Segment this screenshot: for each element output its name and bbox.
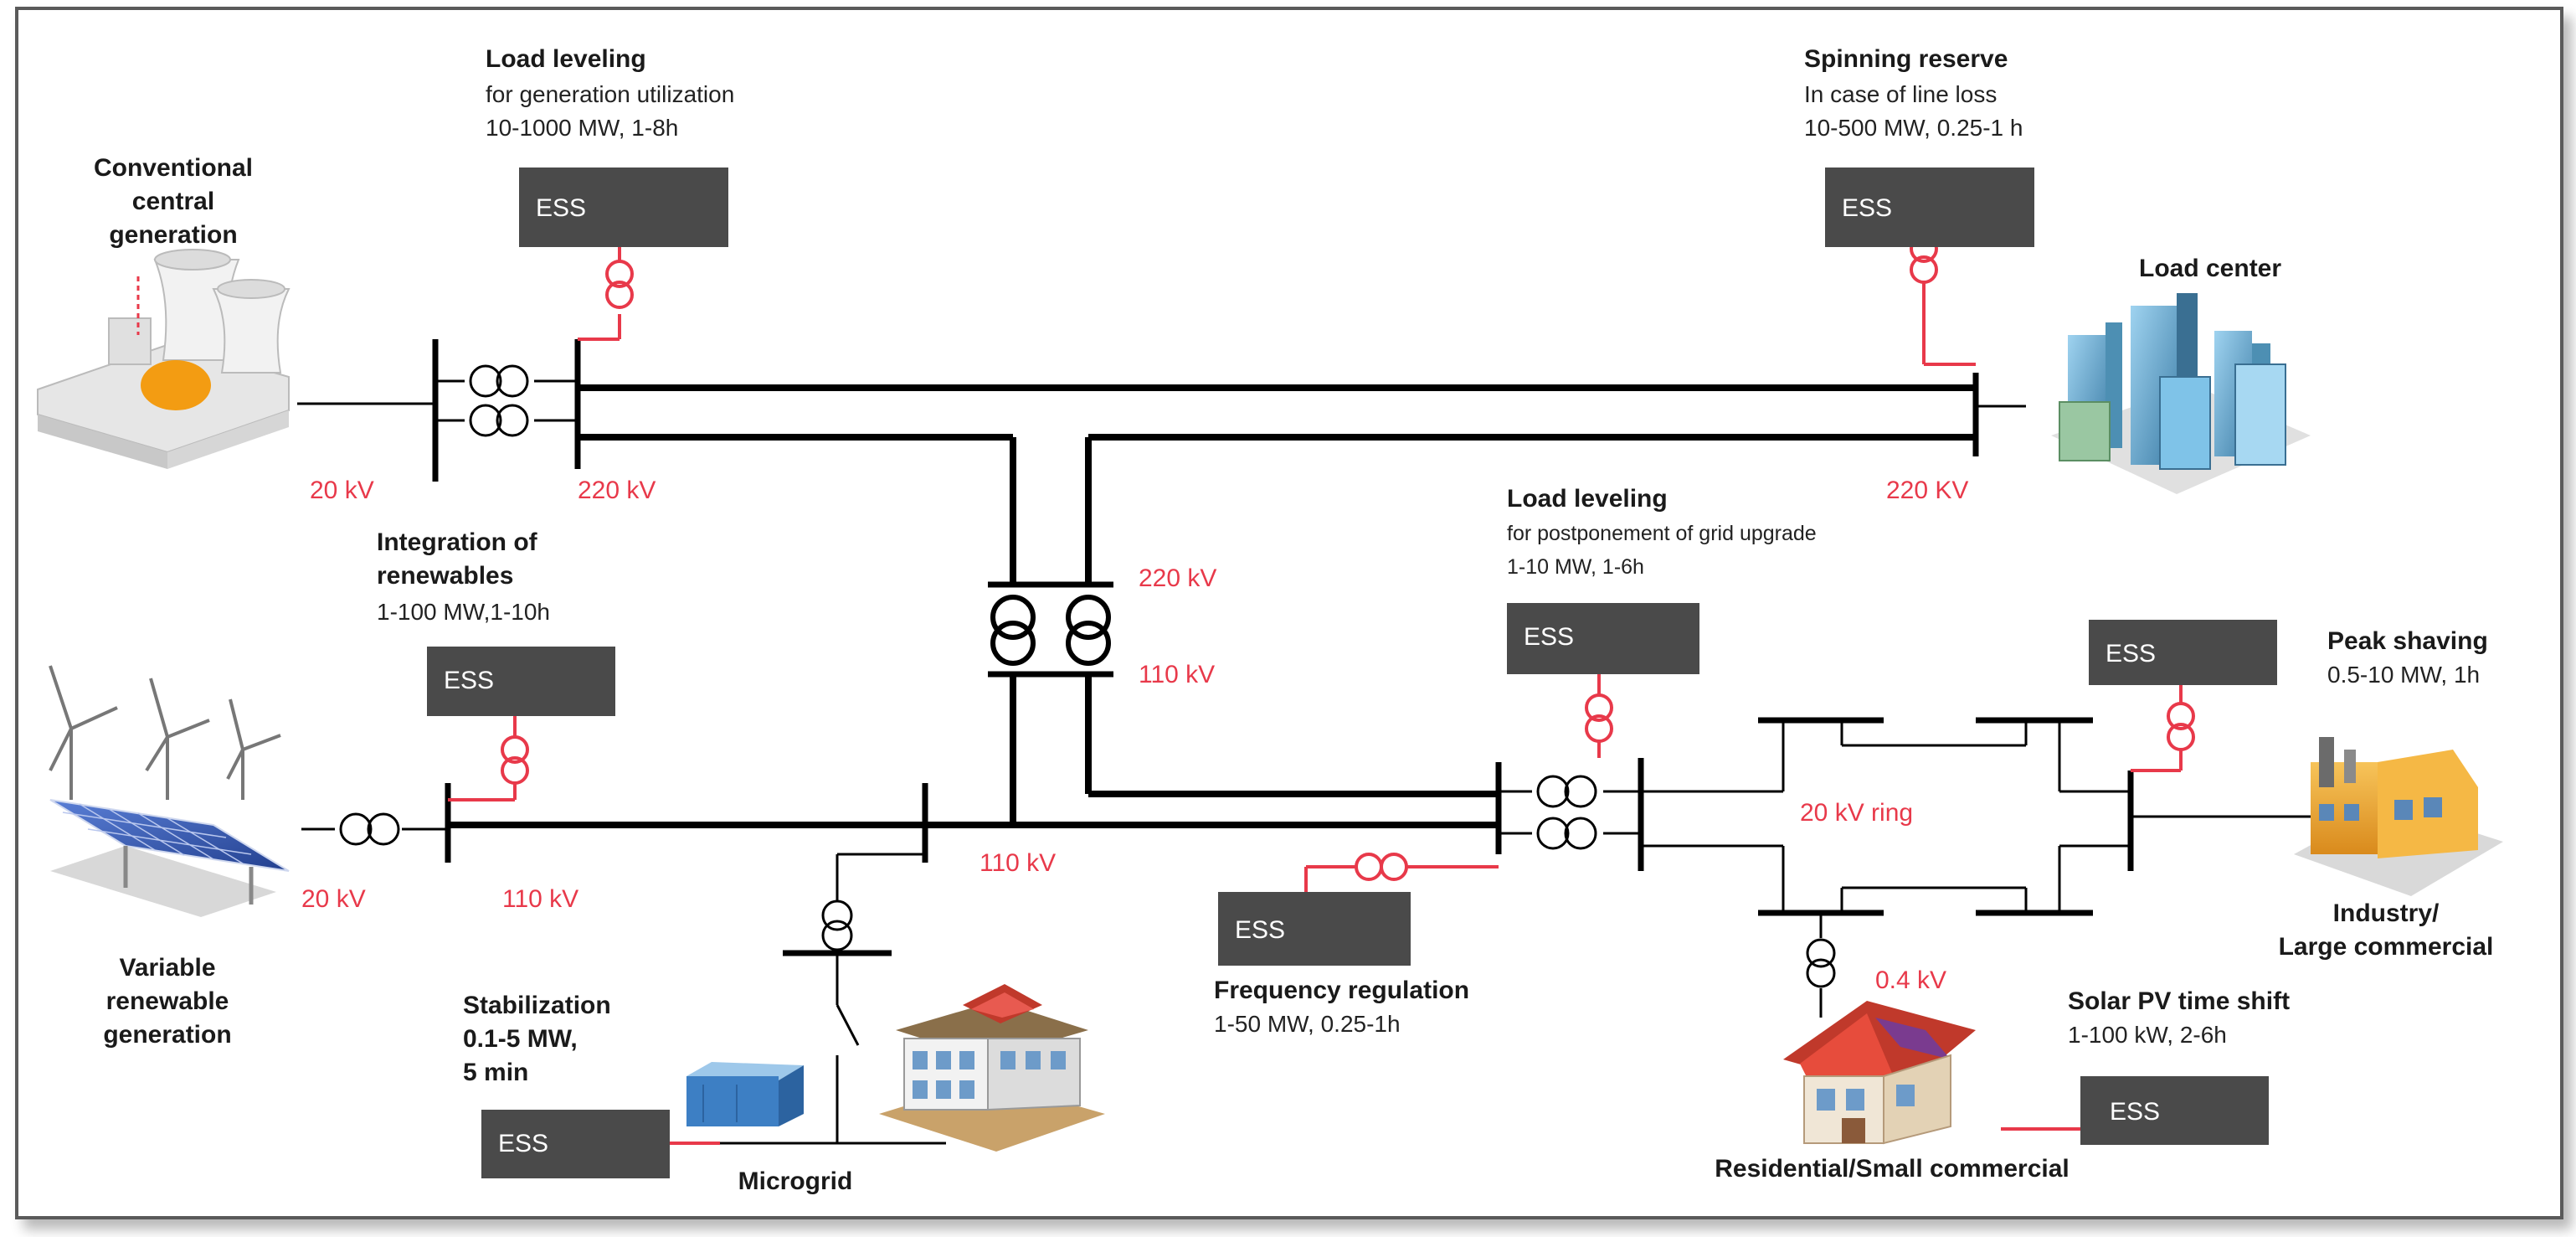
ess-box-integration: ESS: [427, 647, 615, 716]
residential-label: Residential/Small commercial: [1715, 1155, 2070, 1183]
svg-text:ESS: ESS: [1842, 194, 1892, 222]
svg-text:Peak shaving: Peak shaving: [2327, 627, 2488, 655]
svg-text:Load leveling: Load leveling: [1507, 485, 1668, 513]
svg-text:Frequency regulation: Frequency regulation: [1214, 977, 1469, 1004]
factory-icon: [2294, 737, 2503, 896]
svg-text:220 kV: 220 kV: [578, 477, 656, 504]
ess-box-load-leveling-gen: ESS: [519, 168, 728, 247]
ess-box-solar-shift: ESS: [2080, 1076, 2269, 1145]
svg-text:Stabilization: Stabilization: [463, 992, 611, 1019]
svg-text:20 kV: 20 kV: [301, 885, 366, 913]
svg-text:110 kV: 110 kV: [502, 885, 578, 913]
svg-text:1-50 MW, 0.25-1h: 1-50 MW, 0.25-1h: [1214, 1011, 1401, 1037]
svg-text:10-500 MW, 0.25-1 h: 10-500 MW, 0.25-1 h: [1804, 115, 2023, 141]
svg-text:10-1000 MW, 1-8h: 10-1000 MW, 1-8h: [486, 115, 678, 141]
house-icon: [1783, 1001, 1976, 1145]
frequency-regulation-caption: Frequency regulation 1-50 MW, 0.25-1h: [1214, 977, 1469, 1037]
grid-lines: [297, 339, 2344, 1145]
svg-text:1-100 MW,1-10h: 1-100 MW,1-10h: [377, 599, 550, 625]
svg-text:Load leveling: Load leveling: [486, 45, 646, 73]
industry-label: Industry/ Large commercial: [2279, 899, 2494, 961]
solar-shift-caption: Solar PV time shift 1-100 kW, 2-6h: [2068, 987, 2290, 1048]
svg-text:Integration of: Integration of: [377, 528, 538, 556]
city-buildings-icon: [2051, 293, 2311, 494]
svg-text:220 kV: 220 kV: [1139, 564, 1216, 592]
load-leveling-grid-caption: Load leveling for postponement of grid u…: [1507, 485, 1817, 579]
variable-generation-label: Variable renewable generation: [103, 954, 231, 1049]
svg-text:Spinning reserve: Spinning reserve: [1804, 45, 2008, 73]
svg-text:Solar PV time shift: Solar PV time shift: [2068, 987, 2290, 1015]
svg-text:ESS: ESS: [498, 1130, 548, 1157]
container-unit-icon: [686, 1062, 804, 1126]
ess-boxes: ESS ESS ESS ESS ESS ESS ESS ESS: [427, 168, 2277, 1178]
svg-text:central: central: [132, 188, 214, 215]
svg-text:110 kV: 110 kV: [1139, 661, 1215, 688]
ess-box-load-leveling-grid: ESS: [1507, 603, 1699, 674]
svg-text:1-100 kW, 2-6h: 1-100 kW, 2-6h: [2068, 1022, 2227, 1048]
peak-shaving-caption: Peak shaving 0.5-10 MW, 1h: [2327, 627, 2488, 688]
ess-box-spinning-reserve: ESS: [1825, 168, 2034, 247]
voltage-labels: 20 kV 220 kV 220 KV 220 kV 110 kV 20 kV …: [301, 477, 1968, 994]
svg-text:Large commercial: Large commercial: [2279, 933, 2494, 961]
solar-panel-icon: [49, 799, 290, 917]
svg-text:5 min: 5 min: [463, 1059, 528, 1086]
ess-links: [448, 214, 2195, 1145]
integration-caption: Integration of renewables 1-100 MW,1-10h: [377, 528, 550, 625]
load-center-label: Load center: [2139, 255, 2281, 282]
ess-box-frequency: ESS: [1218, 892, 1411, 966]
transformers: [339, 364, 1836, 988]
svg-text:ESS: ESS: [444, 667, 494, 694]
svg-text:In case of line loss: In case of line loss: [1804, 81, 1997, 107]
svg-text:0.4 kV: 0.4 kV: [1875, 966, 1946, 994]
power-plant-icon: [37, 249, 291, 469]
stabilization-caption: Stabilization 0.1-5 MW, 5 min: [463, 992, 611, 1086]
svg-text:Industry/: Industry/: [2333, 899, 2440, 927]
svg-text:ESS: ESS: [536, 194, 586, 222]
ess-box-peak-shaving: ESS: [2089, 620, 2277, 685]
svg-text:for generation utilization: for generation utilization: [486, 81, 734, 107]
svg-text:220 KV: 220 KV: [1886, 477, 1968, 504]
svg-text:for postponement of grid upgra: for postponement of grid upgrade: [1507, 522, 1817, 545]
microgrid-label: Microgrid: [738, 1167, 853, 1195]
wind-turbine-icon: [49, 665, 281, 800]
svg-text:110 kV: 110 kV: [979, 849, 1056, 877]
svg-text:ESS: ESS: [2110, 1098, 2160, 1126]
svg-text:renewable: renewable: [106, 987, 229, 1015]
spinning-reserve-caption: Spinning reserve In case of line loss 10…: [1804, 45, 2023, 141]
svg-text:20 kV: 20 kV: [310, 477, 374, 504]
svg-text:renewables: renewables: [377, 562, 513, 590]
svg-text:generation: generation: [109, 221, 237, 249]
conventional-generation-label: Conventional central generation: [94, 154, 253, 249]
svg-text:ESS: ESS: [1235, 916, 1285, 944]
microgrid-building-icon: [879, 984, 1105, 1152]
svg-text:20 kV ring: 20 kV ring: [1800, 799, 1913, 827]
svg-text:Conventional: Conventional: [94, 154, 253, 182]
svg-text:generation: generation: [103, 1021, 231, 1049]
svg-text:1-10 MW, 1-6h: 1-10 MW, 1-6h: [1507, 555, 1644, 579]
svg-text:Variable: Variable: [119, 954, 215, 982]
svg-text:ESS: ESS: [1524, 623, 1574, 651]
svg-text:ESS: ESS: [2106, 640, 2156, 667]
load-leveling-gen-caption: Load leveling for generation utilization…: [486, 45, 734, 141]
svg-text:0.1-5 MW,: 0.1-5 MW,: [463, 1025, 578, 1053]
ess-box-stabilization: ESS: [481, 1110, 670, 1178]
svg-text:0.5-10 MW, 1h: 0.5-10 MW, 1h: [2327, 662, 2480, 688]
diagram-frame: [15, 7, 2563, 1219]
